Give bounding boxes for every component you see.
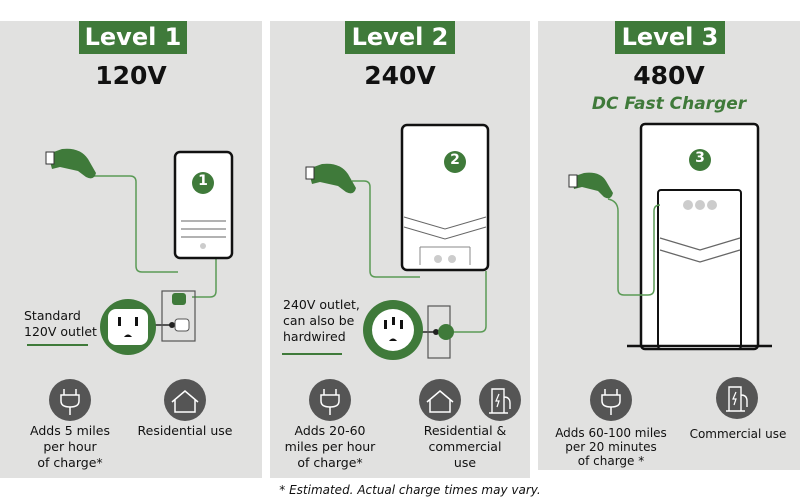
- level-3-panel: Level 3 480V DC Fast Charger 3 Adds 60-1…: [538, 21, 800, 470]
- charging-station-icon: [479, 379, 521, 421]
- level-badge: 2: [450, 152, 460, 168]
- level-title: Level 2: [345, 21, 455, 54]
- voltage: 240V: [364, 61, 436, 90]
- voltage: 120V: [95, 61, 167, 90]
- use-caption: Residential use: [137, 423, 233, 438]
- level-2-illustration: [282, 123, 521, 421]
- house-icon: [419, 379, 461, 421]
- use-caption: Commercial use: [689, 427, 787, 441]
- charger-type: DC Fast Charger: [591, 94, 747, 114]
- plug-icon: [309, 379, 351, 421]
- charger-plug-icon: [45, 148, 96, 179]
- charger-plug-icon: [568, 172, 613, 199]
- house-icon: [164, 379, 206, 421]
- level-title: Level 1: [79, 21, 187, 54]
- footnote: * Estimated. Actual charge times may var…: [279, 483, 541, 497]
- level-title: Level 3: [615, 21, 725, 54]
- plug-icon: [590, 379, 632, 421]
- charger-plug-icon: [305, 163, 356, 194]
- level-1-illustration: [27, 148, 234, 421]
- charging-station-icon: [716, 377, 758, 419]
- plug-icon: [49, 379, 91, 421]
- level-badge: 1: [198, 173, 208, 189]
- voltage: 480V: [633, 61, 705, 90]
- level-badge: 3: [695, 150, 705, 166]
- level-3-illustration: [568, 122, 772, 421]
